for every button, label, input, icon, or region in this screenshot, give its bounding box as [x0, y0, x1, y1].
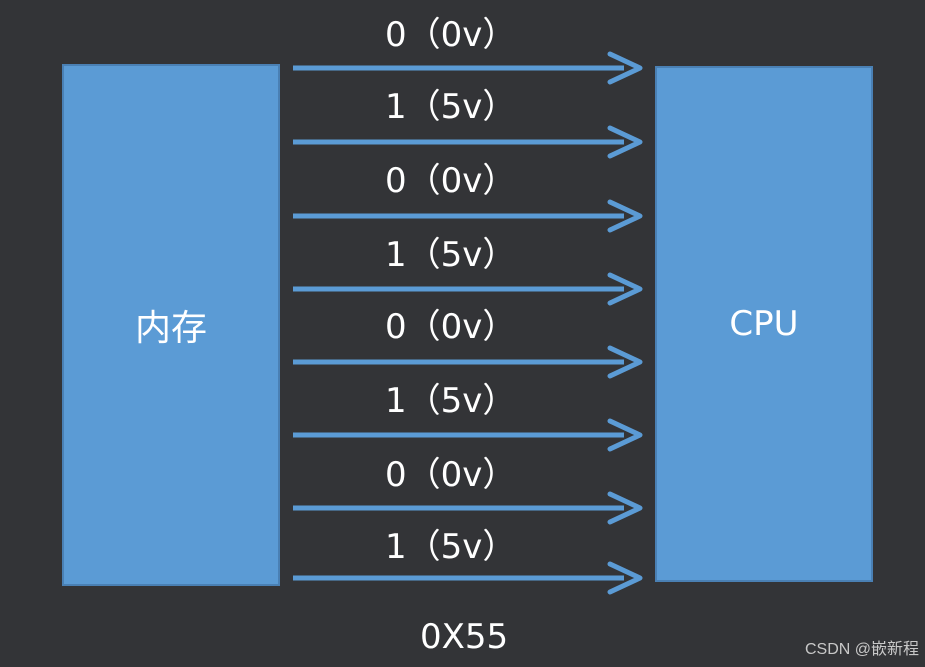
bit-label-1: 0（0v）: [385, 455, 517, 495]
arrowhead-icon: [607, 51, 643, 85]
bit-label-7: 0（0v）: [385, 15, 517, 55]
memory-label: 内存: [134, 308, 207, 349]
watermark: CSDN @嵌新程: [804, 641, 919, 658]
bit-label-4: 1（5v）: [385, 235, 517, 275]
arrowhead-icon: [607, 418, 643, 452]
bit-label-3: 0（0v）: [385, 307, 517, 347]
cpu-box: CPU: [655, 66, 873, 582]
arrowhead-icon: [607, 272, 643, 306]
cpu-label: CPU: [729, 304, 799, 344]
arrowhead-icon: [607, 125, 643, 159]
bit-label-0: 1（5v）: [385, 527, 517, 567]
arrowhead-icon: [607, 199, 643, 233]
hex-value-label: 0X55: [420, 617, 509, 657]
bit-label-6: 1（5v）: [385, 87, 517, 127]
arrowhead-icon: [607, 561, 643, 595]
bit-label-2: 1（5v）: [385, 381, 517, 421]
bit-label-5: 0（0v）: [385, 161, 517, 201]
memory-box: 内存: [62, 64, 280, 586]
arrowhead-icon: [607, 491, 643, 525]
arrowhead-icon: [607, 345, 643, 379]
